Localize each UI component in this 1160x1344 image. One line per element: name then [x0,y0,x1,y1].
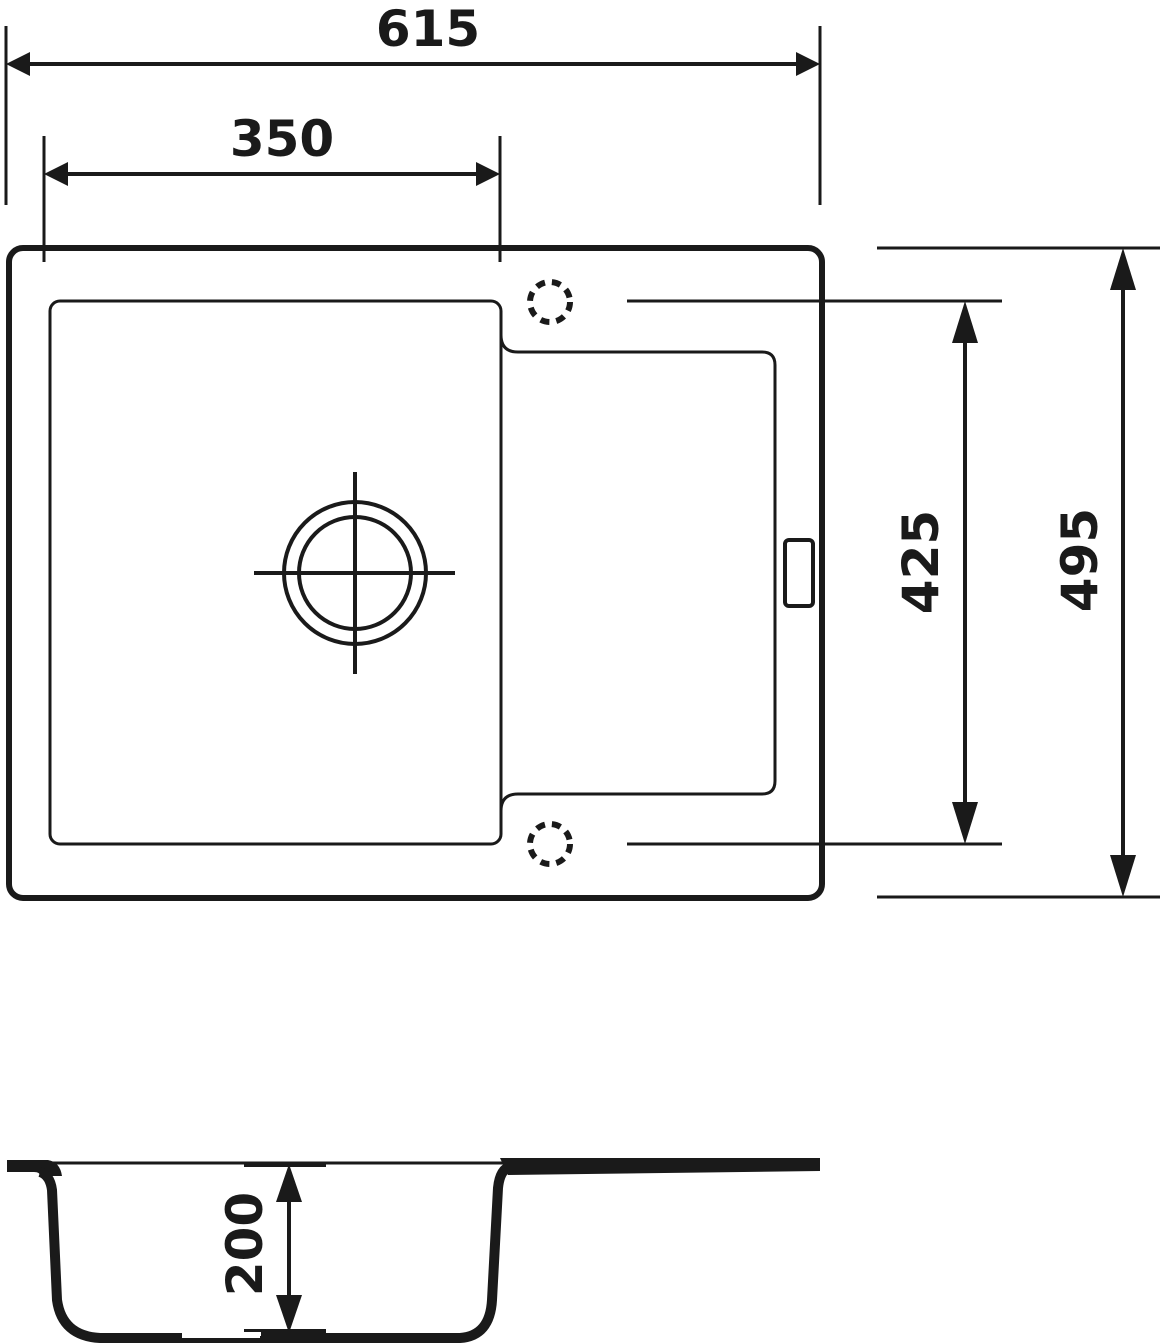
drain-outlet-icon [254,472,455,674]
tap-hole-bottom-icon [527,821,573,867]
overflow-slot [783,538,815,608]
drainer-outline [499,334,777,812]
arrow-up-icon [1110,248,1136,290]
drainer-slab [500,1158,820,1175]
bowl-profile [38,1161,514,1343]
arrow-right-icon [476,162,500,186]
bowl-depth-label: 200 [216,1192,274,1296]
arrow-up-icon [952,301,978,343]
arrow-right-icon [796,52,820,76]
arrow-down-icon [1110,855,1136,897]
arrow-up-icon [276,1164,302,1202]
dimension-overall-width: 615 [4,0,822,205]
dimension-bowl-width: 350 [42,110,502,262]
bowl-width-label: 350 [230,110,334,168]
overall-depth-label: 495 [1051,508,1109,612]
tap-hole-top-icon [527,279,573,325]
dimension-mounting-span: 425 [627,299,1002,846]
dimension-overall-depth: 495 [877,246,1160,899]
arrow-left-icon [44,162,68,186]
outer-frame [6,245,825,901]
arrow-down-icon [952,802,978,844]
arrow-left-icon [6,52,30,76]
overall-width-label: 615 [376,0,480,58]
mounting-span-label: 425 [892,510,950,614]
top-view [6,245,825,901]
side-view [7,1158,820,1343]
bowl-outline [48,299,503,846]
dimension-bowl-depth: 200 [216,1164,302,1333]
arrow-down-icon [276,1295,302,1333]
